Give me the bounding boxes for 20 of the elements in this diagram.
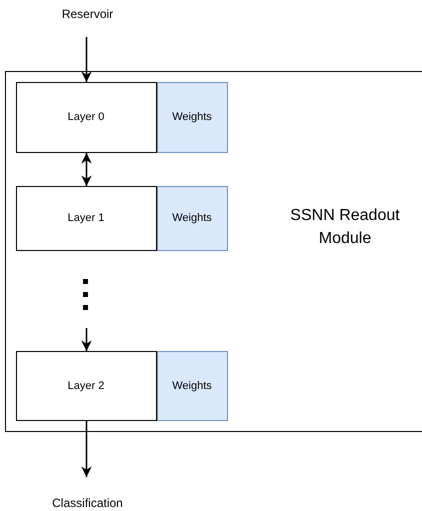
weights-label: Weights — [172, 111, 212, 123]
layer-label: Layer 1 — [68, 212, 104, 224]
module-title: SSNN Readout Module — [290, 206, 400, 249]
layer-label: Layer 2 — [68, 380, 104, 392]
layer-label: Layer 0 — [68, 111, 104, 123]
weights-label: Weights — [172, 380, 212, 392]
weights-box — [156, 350, 228, 420]
label-text: Reservoir — [40, 4, 135, 24]
label-text: Classification — [20, 493, 155, 511]
arrow — [81, 37, 92, 82]
module-container — [5, 71, 422, 432]
arrow — [81, 421, 92, 477]
arrow — [81, 328, 92, 351]
weights-label: Weights — [172, 212, 212, 224]
layer-box — [16, 82, 156, 152]
layer-box — [16, 350, 156, 420]
weights-box — [156, 186, 228, 250]
arrow — [81, 153, 92, 186]
weights-box — [156, 82, 228, 152]
layer-box — [16, 186, 156, 250]
